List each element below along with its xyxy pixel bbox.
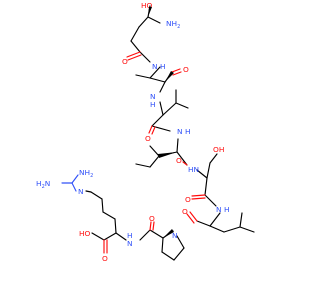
bond (147, 16, 161, 24)
bond (204, 194, 217, 207)
carbonyl-bonds (103, 51, 206, 254)
atom-o-thr: O (122, 57, 128, 66)
bond (161, 251, 175, 261)
bond (209, 225, 225, 233)
atom-o-acid: O (102, 254, 108, 263)
bond (149, 77, 166, 83)
atom-nh2-thr: NH2 (166, 19, 180, 30)
bond-co-ser (191, 197, 206, 200)
bond (196, 169, 208, 179)
atom-h2n-guan: H2N (36, 179, 50, 190)
atom-o-val2: O (176, 156, 182, 165)
peptide-structure-drawing: HO NH2 O N H O N H O N H OH HN O N H O O… (36, 1, 255, 263)
bond (149, 155, 160, 168)
atom-o-val1: O (145, 134, 151, 143)
bond-co-ala (172, 71, 182, 76)
bond-co-pro (152, 221, 155, 231)
bond-guan (71, 174, 79, 184)
bond (85, 190, 92, 193)
bond (223, 226, 241, 233)
bond (139, 229, 151, 241)
bond (149, 66, 161, 79)
bond (176, 235, 185, 249)
bond (101, 198, 104, 213)
bond (209, 212, 221, 227)
atom-ho-thr: HO (141, 1, 153, 10)
bond (135, 74, 151, 79)
stereo-wedges (148, 7, 177, 238)
atom-h-ala: H (160, 62, 166, 71)
atom-n-arg: N (127, 239, 133, 248)
atom-labels: HO NH2 O N H O N H O N H OH HN O N H O O… (36, 1, 230, 263)
bond (175, 102, 189, 109)
atom-h-ser2: H (224, 205, 230, 214)
atom-h-val2: H (185, 127, 191, 136)
atom-h-arg: H (127, 231, 133, 240)
atom-n-ala: N (152, 62, 158, 71)
carbon-skeleton (85, 5, 255, 261)
bond (135, 163, 151, 168)
bond (139, 51, 151, 63)
bond-co-val1 (148, 125, 153, 134)
bond (114, 218, 117, 234)
bond (161, 237, 164, 253)
bond (138, 16, 149, 28)
atom-o-ser: O (185, 195, 191, 204)
bond (103, 232, 117, 241)
bond (102, 211, 116, 220)
guanidine-bonds (61, 174, 79, 192)
bond-co-thr (127, 54, 142, 61)
bond-co-thr (126, 51, 141, 58)
bond (204, 177, 208, 196)
bond (130, 40, 141, 53)
bond-guan (71, 182, 77, 192)
atom-n-val1: N (150, 92, 156, 101)
bond (149, 229, 164, 239)
bond-co-ser (191, 194, 206, 197)
atom-h-val1: H (150, 100, 156, 109)
bond-co-val2 (182, 161, 188, 166)
bond-co-ala (171, 68, 181, 73)
bond-co-val1 (151, 126, 156, 135)
wedge (163, 229, 174, 238)
atom-o-leu: O (182, 207, 188, 216)
wedge (158, 152, 177, 158)
wedge (148, 7, 152, 17)
atom-ho-acid: HO (79, 229, 91, 238)
bond (239, 226, 255, 233)
atom-hn-ser: HN (188, 165, 199, 174)
bond (196, 220, 211, 227)
bond (159, 101, 164, 116)
bond (176, 151, 188, 166)
atom-o-ala: O (183, 65, 189, 74)
atom-nh2-guan: NH2 (79, 168, 93, 179)
atom-n-ser2: N (216, 205, 222, 214)
bond (239, 212, 243, 228)
bond (159, 81, 166, 93)
bond-co-leu (189, 211, 198, 222)
atom-n-val2: N (177, 127, 183, 136)
atom-n-pro: N (172, 231, 178, 240)
bond (90, 191, 103, 200)
bond (149, 145, 160, 157)
atom-n-arg-side: N (78, 187, 84, 196)
bond (91, 232, 105, 241)
molecule-canvas: HO NH2 O N H O N H O N H OH HN O N H O O… (36, 1, 255, 263)
bond (173, 247, 185, 261)
atom-o-pro: O (149, 214, 155, 223)
bond (130, 26, 140, 42)
bond (176, 138, 179, 153)
bond (115, 232, 127, 241)
bond-co-leu (186, 213, 195, 224)
bond-co-pro (149, 221, 152, 231)
bond (209, 153, 218, 164)
bond (206, 162, 211, 179)
bond (162, 102, 177, 116)
atom-oh-ser: OH (213, 145, 224, 154)
wedge (165, 71, 174, 82)
bond (151, 114, 164, 127)
